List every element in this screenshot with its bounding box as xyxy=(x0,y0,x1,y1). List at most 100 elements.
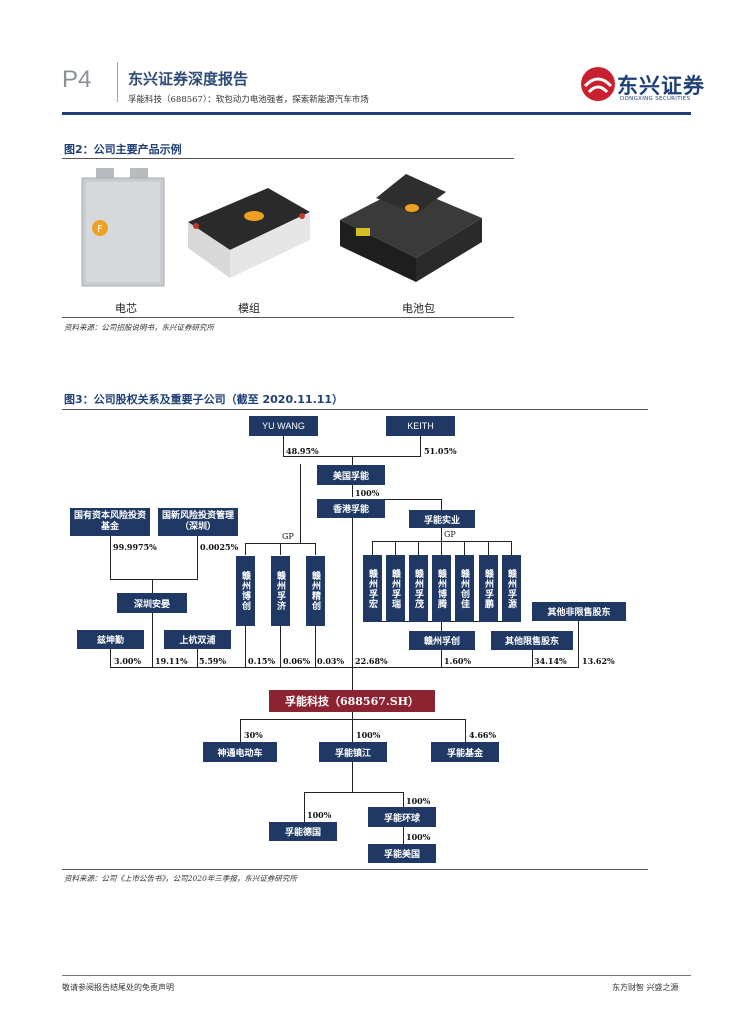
node-farasis-us: 美国孚能 xyxy=(317,465,385,485)
pct-label: 100% xyxy=(307,810,332,820)
connector-line xyxy=(110,535,111,580)
connector-line xyxy=(300,464,301,544)
connector-line xyxy=(441,499,442,511)
connector-line xyxy=(245,625,246,667)
node-keith: KEITH xyxy=(386,416,455,436)
connector-line xyxy=(372,541,512,542)
connector-line xyxy=(304,792,305,822)
connector-line xyxy=(197,649,198,667)
node-farasis-zhenjiang: 孚能镇江 xyxy=(319,742,387,762)
figure3-source: 资料来源：公司《上市公告书》，公司2020年三季报，东兴证券研究所 xyxy=(64,874,297,883)
brand-logo-icon xyxy=(581,67,615,101)
figure3-title-rule xyxy=(62,409,648,410)
connector-line xyxy=(465,719,466,742)
pct-label: 22.68% xyxy=(355,656,388,666)
node-other-limited: 其他限售股东 xyxy=(491,631,573,650)
pct-label: 3.00% xyxy=(114,656,142,666)
connector-line xyxy=(280,543,281,555)
connector-line xyxy=(240,719,466,720)
node-yu-wang: YU WANG xyxy=(249,416,318,436)
gp-label: GP xyxy=(444,530,456,539)
connector-line xyxy=(352,762,353,792)
connector-line xyxy=(304,792,404,793)
connector-line xyxy=(441,541,442,555)
node-ganzhou-fuchuang: 赣州孚创 xyxy=(409,631,475,650)
product-label-cell: 电芯 xyxy=(115,302,137,315)
connector-line xyxy=(315,543,316,555)
pct-label: 19.11% xyxy=(155,656,188,666)
figure2-title: 图2：公司主要产品示例 xyxy=(64,143,182,156)
connector-line xyxy=(152,613,153,667)
pct-label: 0.0025% xyxy=(200,542,239,552)
connector-line xyxy=(152,579,153,593)
report-title: 东兴证券深度报告 xyxy=(128,70,249,88)
connector-line xyxy=(420,436,421,456)
connector-line xyxy=(352,499,442,500)
node-farasis-germany: 孚能德国 xyxy=(269,822,337,841)
connector-line xyxy=(464,541,465,555)
pct-label: 5.59% xyxy=(199,656,227,666)
battery-pack-image xyxy=(340,174,482,282)
connector-line xyxy=(395,541,396,555)
product-label-module: 模组 xyxy=(238,302,260,315)
pct-label: 1.60% xyxy=(444,656,472,666)
node-ganzhou-v4: 赣州博腾 xyxy=(432,555,451,622)
node-farasis-us2: 孚能美国 xyxy=(368,844,436,863)
connector-line xyxy=(403,827,404,844)
figure2-title-rule xyxy=(62,158,514,159)
connector-line xyxy=(283,436,284,456)
page-number: P4 xyxy=(62,66,92,93)
node-ganzhou-v1: 赣州孚宏 xyxy=(363,555,382,622)
header-rule xyxy=(62,112,691,115)
connector-line xyxy=(352,517,353,667)
connector-line xyxy=(197,535,198,580)
node-farasis-hk: 香港孚能 xyxy=(317,499,385,518)
product-label-pack: 电池包 xyxy=(402,302,435,315)
pct-label: 0.03% xyxy=(317,656,345,666)
pct-label: 51.05% xyxy=(424,446,457,456)
node-other-unlimited: 其他非限售股东 xyxy=(532,602,626,621)
node-shentong: 神通电动车 xyxy=(203,742,277,762)
node-guoxin: 国新风险投资管理（深圳） xyxy=(158,508,238,536)
report-subtitle: 孚能科技（688567）：软包动力电池强者，探索新能源汽车市场 xyxy=(128,95,369,105)
pct-label: 99.9975% xyxy=(113,542,157,552)
connector-line xyxy=(352,485,353,497)
node-company: 孚能科技（688567.SH） xyxy=(269,690,435,712)
pct-label: 100% xyxy=(406,796,431,806)
connector-line xyxy=(372,541,373,555)
connector-line xyxy=(352,719,353,742)
node-ganzhou-jingchuang: 赣州精创 xyxy=(306,556,325,626)
pct-label: 100% xyxy=(406,832,431,842)
brand-name-en: DONGXING SECURITIES xyxy=(620,96,691,102)
svg-text:F: F xyxy=(97,224,103,235)
figure2-bottom-rule xyxy=(62,317,514,318)
pct-label: 0.06% xyxy=(283,656,311,666)
connector-line xyxy=(488,541,489,555)
node-shanghai-shuangpu: 上杭双浦 xyxy=(164,630,231,649)
connector-line xyxy=(280,625,281,667)
battery-module-image xyxy=(188,188,310,278)
connector-line xyxy=(110,579,198,580)
footer-rule xyxy=(62,975,691,976)
connector-line xyxy=(441,527,442,541)
pct-label: 100% xyxy=(356,730,381,740)
connector-line xyxy=(441,621,442,631)
footer-disclaimer: 敬请参阅报告结尾处的免责声明 xyxy=(62,983,174,992)
pct-label: 48.95% xyxy=(286,446,319,456)
figure2-source: 资料来源：公司招股说明书，东兴证券研究所 xyxy=(64,323,214,332)
node-ganzhou-v3: 赣州孚茂 xyxy=(409,555,428,622)
connector-line xyxy=(352,712,353,719)
connector-line xyxy=(110,667,579,668)
connector-line xyxy=(352,667,353,690)
node-ganzhou-fuji: 赣州孚济 xyxy=(271,556,290,626)
pct-label: 13.62% xyxy=(582,656,615,666)
connector-line xyxy=(578,621,579,667)
node-farasis-fund: 孚能基金 xyxy=(431,742,499,762)
header-divider xyxy=(117,62,118,102)
node-farasis-global: 孚能环球 xyxy=(368,807,436,827)
connector-line xyxy=(110,649,111,667)
connector-line xyxy=(511,541,512,555)
connector-line xyxy=(418,541,419,555)
connector-line xyxy=(352,456,353,465)
connector-line xyxy=(245,543,246,555)
